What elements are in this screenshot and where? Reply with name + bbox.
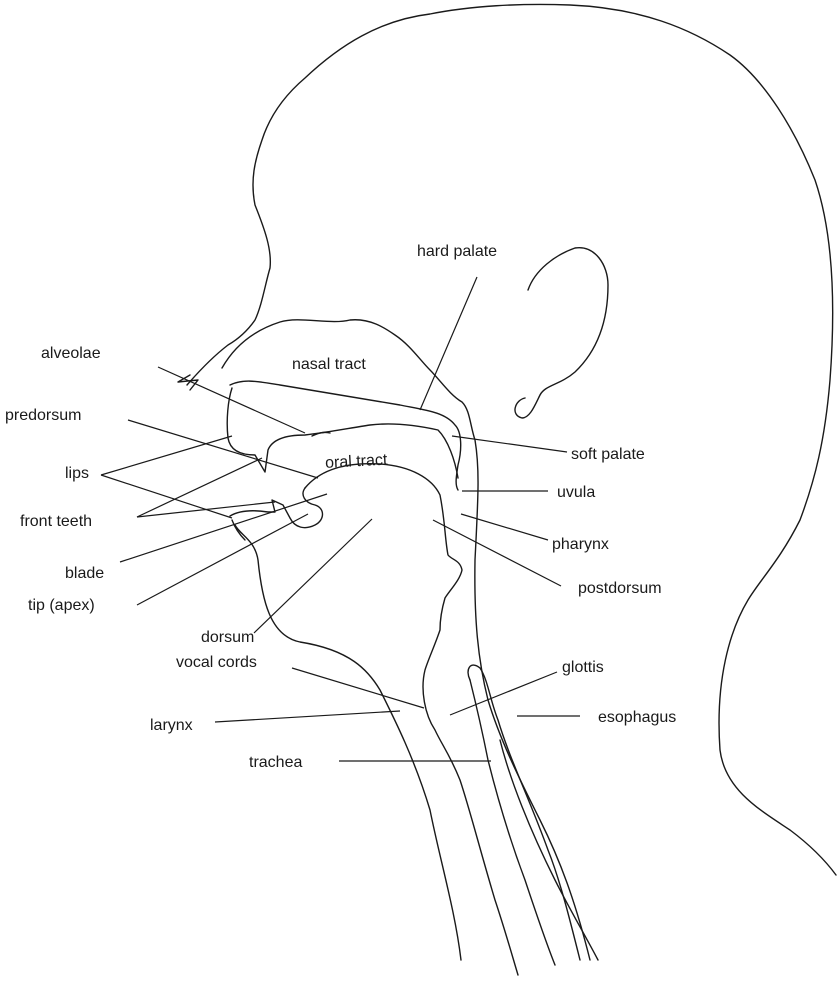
leader-front-teeth-b xyxy=(137,502,275,517)
leader-front-teeth-a xyxy=(137,458,262,517)
label-alveolae: alveolae xyxy=(41,345,101,362)
label-vocal-cords: vocal cords xyxy=(176,654,257,671)
leader-dorsum xyxy=(254,519,372,633)
label-lips: lips xyxy=(65,465,89,482)
leader-soft-palate xyxy=(452,436,567,452)
leader-vocal-cords xyxy=(292,668,424,708)
leader-lines xyxy=(101,277,580,761)
label-larynx: larynx xyxy=(150,717,193,734)
label-postdorsum: postdorsum xyxy=(578,580,662,597)
label-hard-palate: hard palate xyxy=(417,243,497,260)
label-glottis: glottis xyxy=(562,659,604,676)
label-trachea: trachea xyxy=(249,754,302,771)
label-dorsum: dorsum xyxy=(201,629,254,646)
leader-postdorsum xyxy=(433,520,561,586)
leader-predorsum xyxy=(128,420,318,478)
leader-blade xyxy=(120,494,327,562)
label-predorsum: predorsum xyxy=(5,407,81,424)
label-tip-apex: tip (apex) xyxy=(28,597,95,614)
label-esophagus: esophagus xyxy=(598,709,676,726)
label-front-teeth: front teeth xyxy=(20,513,92,530)
leader-larynx xyxy=(215,711,400,722)
leader-lips-a xyxy=(101,436,232,475)
ear-outline xyxy=(515,248,608,418)
lips-teeth-outline xyxy=(230,488,323,540)
label-pharynx: pharynx xyxy=(552,536,609,553)
labels: hard palate nasal tract alveolae predors… xyxy=(5,243,676,771)
label-soft-palate: soft palate xyxy=(571,446,645,463)
head-outline xyxy=(187,4,836,960)
label-nasal-tract: nasal tract xyxy=(292,356,366,373)
leader-glottis xyxy=(450,672,557,715)
label-blade: blade xyxy=(65,565,104,582)
leader-alveolae xyxy=(158,367,305,433)
tongue-outline xyxy=(305,464,518,975)
leader-tip-apex xyxy=(137,514,308,605)
label-uvula: uvula xyxy=(557,484,595,501)
label-oral-tract: oral tract xyxy=(325,452,389,472)
leader-pharynx xyxy=(461,514,548,540)
